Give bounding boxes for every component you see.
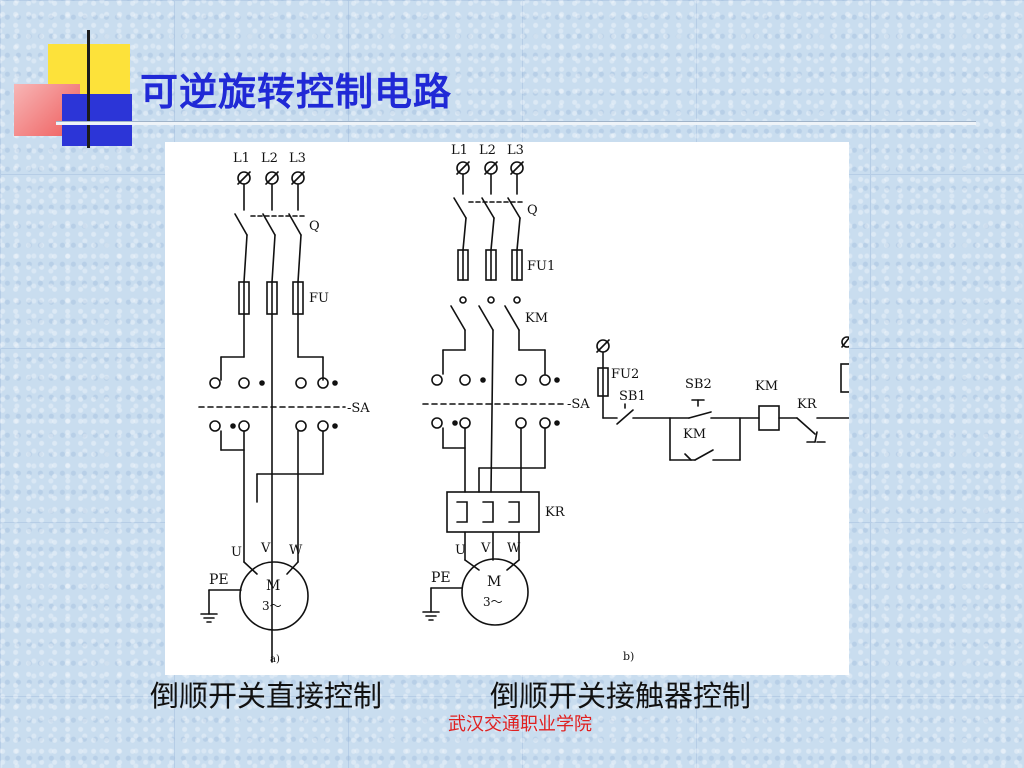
label-a-L1: L1 [233, 151, 250, 166]
b-reversing-switch [422, 349, 568, 493]
b-motor [461, 558, 529, 626]
b-ground-icon [422, 587, 463, 621]
a-fuses [238, 281, 304, 315]
b-terminals [456, 161, 524, 175]
b-switch-q [453, 197, 524, 219]
slide-title: 可逆旋转控制电路 [140, 69, 453, 114]
label-a-motor: M [266, 578, 280, 594]
label-b-sa: -SA [567, 397, 590, 412]
b-contactor-km [450, 296, 521, 331]
diagram-a: L1 L2 L3 Q FU [198, 151, 370, 665]
label-a-v: V [260, 541, 271, 556]
a-ground-icon [200, 589, 242, 623]
label-b-pe: PE [431, 570, 451, 586]
label-b-L3: L3 [507, 143, 524, 158]
label-a-sub: a) [270, 654, 280, 665]
b-control-circuit [596, 336, 849, 461]
a-reversing-switch [198, 356, 346, 503]
label-b-u: U [455, 543, 466, 558]
label-b-sub: b) [623, 650, 634, 663]
label-b-fu1: FU1 [527, 259, 555, 274]
label-b-q: Q [527, 203, 538, 218]
label-a-pe: PE [209, 572, 229, 588]
label-a-L2: L2 [261, 151, 278, 166]
label-a-L3: L3 [289, 151, 306, 166]
caption-contactor-control: 倒顺开关接触器控制 [490, 679, 752, 713]
a-switch-q [234, 213, 306, 236]
label-a-q: Q [309, 219, 320, 234]
label-a-fu: FU [309, 291, 329, 306]
diagram-b: L1 L2 L3 Q FU1 [422, 143, 849, 663]
label-b-motor: M [487, 574, 501, 590]
label-b-w: W [507, 541, 521, 556]
label-a-sa: -SA [347, 401, 370, 416]
b-overload-kr [446, 491, 540, 533]
label-b-L1: L1 [451, 143, 468, 158]
circuit-diagram-image: L1 L2 L3 Q FU [165, 142, 849, 675]
decor-horizontal-line [56, 121, 976, 125]
label-b-sb2: SB2 [685, 377, 712, 392]
decor-blue-square [62, 94, 132, 146]
label-b-coil-km: KM [755, 379, 778, 394]
label-a-u: U [231, 545, 242, 560]
a-terminals [237, 171, 305, 185]
a-motor [239, 561, 309, 631]
label-b-kr-contact: KR [797, 397, 818, 412]
label-a-w: W [289, 543, 303, 558]
label-b-kr: KR [545, 505, 566, 520]
label-b-fu2: FU2 [611, 367, 639, 382]
caption-direct-control: 倒顺开关直接控制 [150, 679, 383, 713]
label-b-v: V [480, 541, 491, 556]
label-b-L2: L2 [479, 143, 496, 158]
label-a-motor-spec: 3～ [262, 599, 282, 613]
label-b-sb1: SB1 [619, 389, 646, 404]
label-b-km: KM [525, 311, 548, 326]
label-b-motor-spec: 3～ [483, 595, 503, 609]
label-b-hold-km: KM [683, 427, 706, 442]
footer-institution: 武汉交通职业学院 [448, 714, 592, 735]
decor-vertical-line [87, 30, 90, 148]
b-fuses [457, 249, 523, 281]
